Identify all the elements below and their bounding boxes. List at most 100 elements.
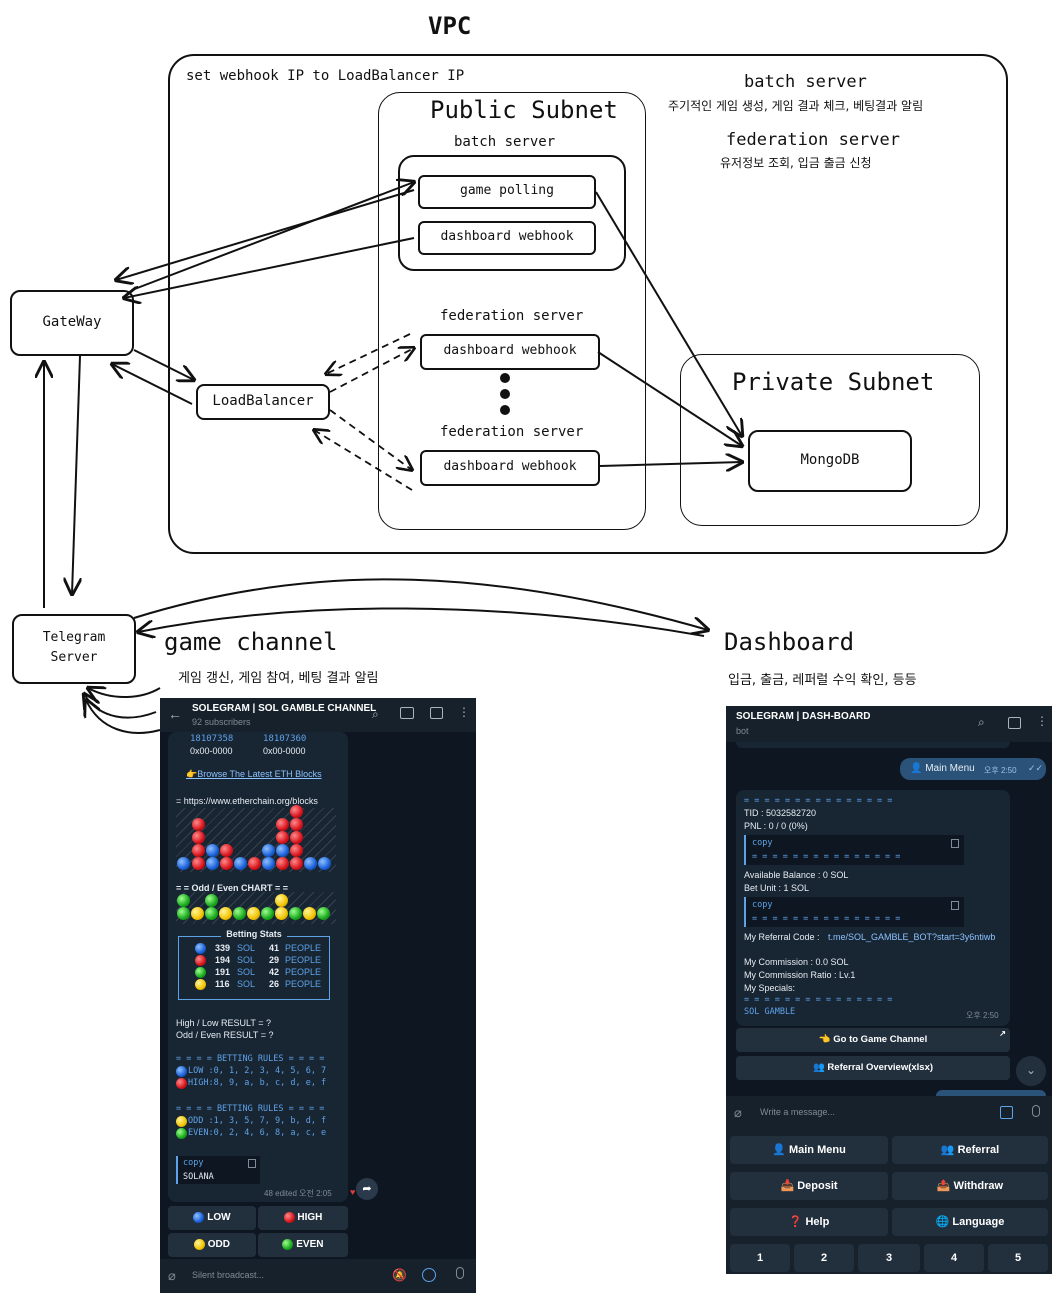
stat-dot-yellow [195, 979, 206, 990]
kb-referral-button[interactable]: 👥 Referral [892, 1136, 1048, 1164]
stat-people-yellow: 26 [269, 979, 280, 989]
public-subnet-box [378, 92, 646, 530]
stat-people-green: 42 [269, 967, 280, 977]
attach-icon[interactable]: ⌀ [168, 1268, 176, 1283]
mute-bell-icon[interactable]: 🔕 [392, 1268, 407, 1282]
sol-gamble-text: SOL GAMBLE [744, 1007, 796, 1017]
chart-dot [303, 907, 316, 920]
kb-3-button[interactable]: 3 [858, 1244, 920, 1272]
chart-dot [192, 818, 205, 831]
chart-dot [248, 857, 261, 870]
loadbalancer-label: LoadBalancer [212, 393, 314, 409]
dashboard-message-input[interactable]: Write a message... [760, 1107, 835, 1117]
message-time: 오후 2:50 [966, 1011, 999, 1020]
kb-language-button[interactable]: 🌐 Language [892, 1208, 1048, 1236]
loadbalancer-box: LoadBalancer [196, 384, 330, 420]
copy-icon[interactable] [951, 901, 959, 910]
back-arrow-icon[interactable]: ← [168, 706, 182, 722]
copy-label: copy [183, 1158, 204, 1168]
post-meta: 48 edited 오전 2:05 [264, 1189, 332, 1198]
bet-high-button[interactable]: HIGH [258, 1206, 348, 1230]
sidebar-icon[interactable] [1008, 717, 1021, 729]
referral-overview-button[interactable]: 👥 Referral Overview(xlsx) [736, 1056, 1010, 1080]
kb-4-button[interactable]: 4 [924, 1244, 984, 1272]
copy-code-block[interactable]: copy SOLANA [176, 1156, 260, 1184]
copy-block-2[interactable]: copy = = = = = = = = = = = = = = = [744, 897, 964, 927]
kb-withdraw-button[interactable]: 📤 Withdraw [892, 1172, 1048, 1200]
gateway-box: GateWay [10, 290, 134, 356]
microphone-icon[interactable] [456, 1267, 464, 1279]
yellow-ball-icon [193, 1239, 205, 1250]
federation-dashboard-webhook-label-2: dashboard webhook [443, 459, 577, 474]
game-channel-desc: 게임 갱신, 게임 참여, 베팅 결과 알림 [178, 671, 379, 686]
more-icon[interactable]: ⋮ [458, 705, 470, 719]
vpc-box [168, 54, 1008, 554]
arrow-gateway-to-telegram [72, 355, 80, 594]
copy-icon[interactable] [951, 839, 959, 848]
channel-message-input[interactable]: Silent broadcast... [192, 1270, 265, 1280]
copy-block-1[interactable]: copy = = = = = = = = = = = = = = = [744, 835, 964, 865]
live-icon[interactable] [400, 707, 414, 719]
telegram-server-box: Telegram Server [12, 614, 136, 684]
dashed-lb-to-fed1 [329, 348, 414, 393]
stat-sol-blue: 339 [215, 943, 231, 953]
kb-2-label: 2 [820, 1252, 828, 1264]
referral-code-link[interactable]: t.me/SOL_GAMBLE_BOT?start=3y6ntiwb [828, 932, 996, 942]
chart-dot [177, 894, 190, 907]
chart-dot [220, 844, 233, 857]
more-icon[interactable]: ⋮ [1036, 714, 1048, 728]
go-to-game-channel-button[interactable]: 👈 Go to Game Channel ↗ [736, 1028, 1010, 1052]
search-icon[interactable]: ⌕ [978, 715, 985, 729]
chart-dot [290, 831, 303, 844]
legend-batch-title: batch server [744, 72, 867, 92]
kb-main-menu-button[interactable]: 👤 Main Menu [730, 1136, 888, 1164]
chart-dot [247, 907, 260, 920]
stat-people-unit: PEOPLE [285, 955, 322, 965]
stat-dot-red [195, 955, 206, 966]
bet-odd-button[interactable]: ODD [168, 1233, 256, 1257]
dashed-lb-to-fed2 [329, 409, 412, 470]
available-balance: Available Balance : 0 SOL [744, 870, 849, 880]
batch-dashboard-webhook-label: dashboard webhook [440, 229, 574, 244]
search-icon[interactable]: ⌕ [372, 707, 379, 721]
rule-odd: ODD :1, 3, 5, 7, 9, b, d, f [188, 1116, 327, 1126]
chart-dot [177, 907, 190, 920]
outgoing-message-text: 👤 Main Menu [910, 763, 975, 774]
separator-bottom: = = = = = = = = = = = = = = = [744, 995, 893, 1005]
copy-block-1-content: = = = = = = = = = = = = = = = [752, 852, 901, 862]
browse-blocks-link[interactable]: 👉Browse The Latest ETH Blocks [186, 769, 322, 779]
external-link-icon: ↗ [999, 1029, 1006, 1038]
attach-icon[interactable]: ⌀ [734, 1105, 742, 1120]
share-icon[interactable]: ➦ [356, 1178, 378, 1200]
dashboard-bot-title: SOLEGRAM | DASH-BOARD [736, 711, 871, 722]
federation-dashboard-webhook-box-2: dashboard webhook [420, 450, 600, 486]
chart-dot [290, 818, 303, 831]
bet-low-button[interactable]: LOW [168, 1206, 256, 1230]
kb-language-label: 🌐 Language [935, 1216, 1005, 1228]
sidebar-icon[interactable] [430, 707, 443, 719]
stat-sol-red: 194 [215, 955, 231, 965]
copy-icon[interactable] [248, 1159, 256, 1168]
rule-low: LOW :0, 1, 2, 3, 4, 5, 6, 7 [188, 1066, 327, 1076]
kb-2-button[interactable]: 2 [794, 1244, 854, 1272]
telegram-server-label-1: Telegram [42, 630, 106, 645]
high-low-chart [176, 805, 336, 872]
microphone-icon[interactable] [1032, 1105, 1040, 1117]
bet-even-button[interactable]: EVEN [258, 1233, 348, 1257]
federation-server-label-2: federation server [440, 424, 584, 440]
kb-5-button[interactable]: 5 [988, 1244, 1048, 1272]
stat-dot-green [195, 967, 206, 978]
kb-help-button[interactable]: ❓ Help [730, 1208, 888, 1236]
bot-keyboard-icon[interactable] [1000, 1106, 1013, 1119]
etherchain-link[interactable]: = https://www.etherchain.org/blocks [176, 796, 318, 806]
ellipsis-dot [500, 373, 510, 383]
chart-dot [261, 907, 274, 920]
public-subnet-label: Public Subnet [430, 96, 618, 124]
heart-reaction-icon[interactable]: ♥ [350, 1187, 356, 1197]
scroll-down-icon[interactable]: ⌄ [1016, 1056, 1046, 1086]
kb-1-button[interactable]: 1 [730, 1244, 790, 1272]
kb-deposit-button[interactable]: 📥 Deposit [730, 1172, 888, 1200]
private-subnet-label: Private Subnet [732, 368, 935, 396]
emoji-icon[interactable] [422, 1268, 436, 1282]
stat-people-unit: PEOPLE [285, 943, 322, 953]
